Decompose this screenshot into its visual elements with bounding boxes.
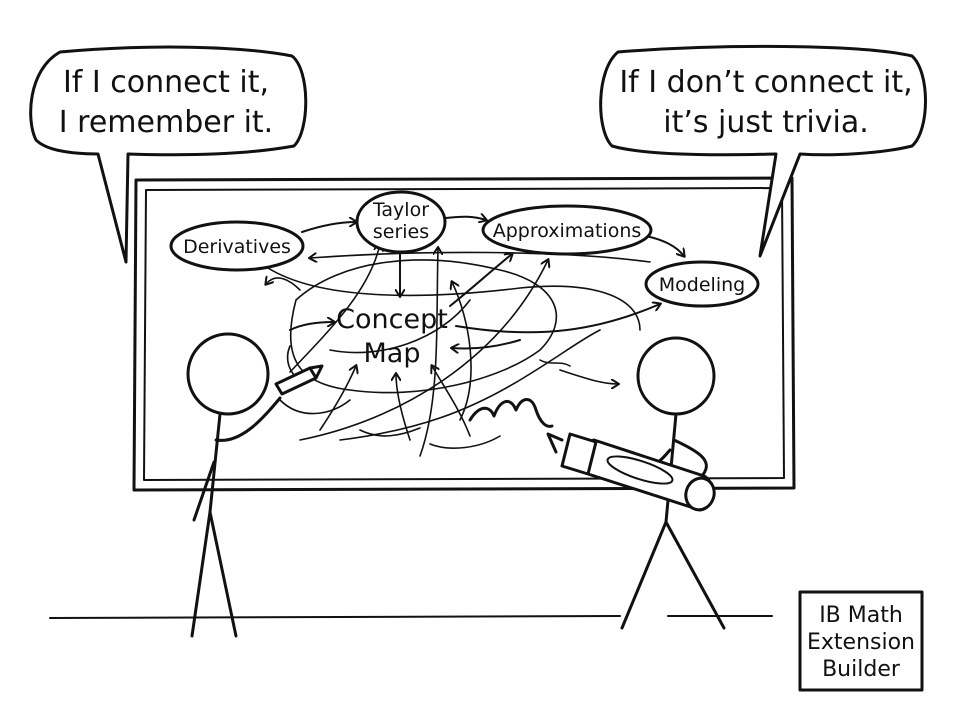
concept-map-line-1: Concept [336, 304, 448, 335]
badge-line-1: IB Math [819, 603, 903, 628]
badge-line-3: Builder [822, 657, 901, 682]
arrow-into-center-right [452, 339, 521, 349]
node-taylor-series: Taylor series [355, 190, 447, 254]
stick-figure-left [186, 332, 324, 638]
badge-line-2: Extension [807, 630, 915, 655]
node-concept-map: Concept Map [336, 304, 448, 369]
node-approximations: Approximations [481, 204, 653, 256]
arrow-into-center-left [289, 322, 334, 331]
right-speech-line-1: If I don’t connect it, [619, 65, 912, 100]
arrow-center-to-approximations [449, 254, 512, 307]
arrow-derivatives-to-taylor [301, 222, 356, 233]
node-modeling: Modeling [644, 260, 760, 308]
node-modeling-label: Modeling [659, 274, 745, 296]
left-speech-line-1: If I connect it, [63, 65, 269, 100]
arrow-center-to-modeling [455, 304, 660, 334]
speech-bubble-left: If I connect it, I remember it. [29, 45, 308, 264]
whiteboard [132, 176, 796, 492]
concept-map-line-2: Map [364, 338, 421, 369]
right-figure-head [636, 336, 716, 416]
node-derivatives-label: Derivatives [183, 236, 291, 258]
left-speech-line-2: I remember it. [59, 105, 273, 140]
arrow-approximations-to-modeling [645, 235, 684, 256]
node-taylor-label-2: series [373, 221, 429, 243]
right-speech-line-2: it’s just trivia. [663, 105, 869, 140]
left-figure-head [186, 332, 270, 416]
node-derivatives: Derivatives [169, 220, 305, 272]
node-approximations-label: Approximations [493, 220, 642, 242]
marker-scribble [468, 398, 554, 428]
map-arrows [266, 217, 684, 457]
arrow-taylor-to-approximations [445, 217, 486, 220]
ground-line [49, 615, 773, 619]
giant-marker [546, 432, 716, 512]
speech-bubble-right: If I don’t connect it, it’s just trivia. [599, 44, 927, 258]
ib-math-badge: IB Math Extension Builder [798, 590, 924, 692]
node-taylor-label-1: Taylor [372, 199, 429, 221]
arrow-modeling-to-derivatives [310, 251, 651, 262]
stick-figure-right [546, 336, 726, 630]
small-marker [274, 364, 324, 396]
